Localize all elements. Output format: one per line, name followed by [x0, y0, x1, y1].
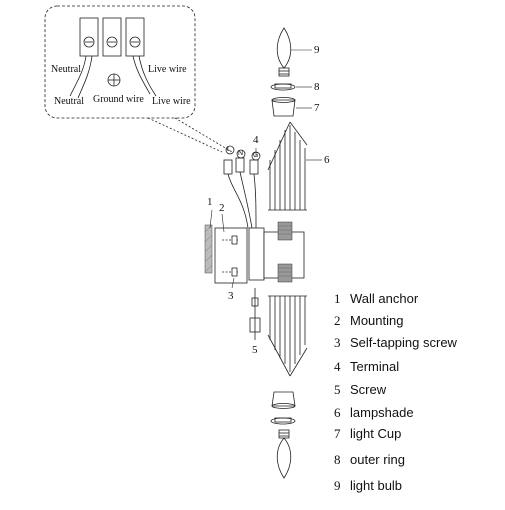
legend-label: outer ring — [350, 452, 405, 467]
legend-number: 7 — [334, 426, 341, 441]
legend-row-light-bulb: 9 light bulb — [334, 477, 402, 497]
screw-icon — [249, 288, 261, 340]
legend-row-light-cup: 7 light Cup — [334, 425, 401, 445]
legend-number: 8 — [334, 452, 341, 467]
callout-2: 2 — [219, 202, 225, 214]
lower-lampshade — [267, 295, 308, 377]
live-wire-label-top: Live wire — [148, 64, 187, 75]
legend-label: Wall anchor — [350, 291, 419, 306]
legend-label: light bulb — [350, 478, 403, 493]
terminal-block-icon — [79, 17, 145, 57]
callout-6: 6 — [324, 154, 330, 166]
wiring-inset — [44, 5, 196, 119]
inset-leader-lines — [147, 117, 233, 153]
legend-row-screw: 5 Screw — [334, 381, 386, 401]
legend-label: lampshade — [350, 405, 414, 420]
callout-3: 3 — [228, 290, 234, 302]
legend-row-self-tapping-screw: 3 Self-tapping screw — [334, 334, 457, 354]
upper-light-cup-icon — [271, 97, 296, 117]
mounting-plate — [214, 227, 248, 284]
terminal-letter-n: N — [238, 150, 244, 157]
wall-anchor — [204, 224, 213, 274]
neutral-wire-label-bottom: Neutral — [54, 96, 84, 107]
callout-5: 5 — [252, 344, 258, 356]
callout-leader-lines — [209, 49, 322, 289]
terminal-letter-l: L — [227, 146, 231, 153]
legend-number: 3 — [334, 335, 341, 350]
callout-4: 4 — [253, 134, 259, 146]
legend-number: 6 — [334, 405, 341, 420]
ground-wire-label: Ground wire — [93, 94, 144, 105]
legend-number: 9 — [334, 478, 341, 493]
legend-number: 5 — [334, 382, 341, 397]
legend-row-lampshade: 6 lampshade — [334, 404, 414, 424]
upper-outer-ring-icon — [270, 83, 296, 91]
terminal-letter-g: G — [253, 152, 259, 159]
legend-number: 4 — [334, 359, 341, 374]
live-wire-label-bottom: Live wire — [152, 96, 191, 107]
legend-label: Self-tapping screw — [350, 335, 457, 350]
callout-7: 7 — [314, 102, 320, 114]
upper-light-bulb-icon — [276, 27, 292, 77]
legend-number: 1 — [334, 291, 341, 306]
legend-number: 2 — [334, 313, 341, 328]
legend-row-terminal: 4 Terminal — [334, 358, 399, 378]
lower-light-bulb-icon — [276, 429, 292, 479]
callout-9: 9 — [314, 44, 320, 56]
fixture-body — [248, 221, 305, 283]
legend-label: Mounting — [350, 313, 404, 328]
upper-lampshade — [267, 121, 308, 211]
terminal — [223, 145, 261, 229]
lower-outer-ring-icon — [270, 417, 296, 425]
self-tapping-screw-icon — [231, 235, 238, 277]
legend-label: Screw — [350, 382, 387, 397]
legend-label: Terminal — [350, 359, 400, 374]
legend-row-outer-ring: 8 outer ring — [334, 451, 405, 471]
neutral-wire-label-top: Neutral — [51, 64, 81, 75]
legend-row-wall-anchor: 1 Wall anchor — [334, 290, 418, 310]
callout-1: 1 — [207, 196, 213, 208]
ground-icon — [107, 73, 121, 87]
legend-row-mounting: 2 Mounting — [334, 312, 403, 332]
callout-8: 8 — [314, 81, 320, 93]
legend-label: light Cup — [350, 426, 402, 441]
lower-light-cup-icon — [271, 391, 296, 409]
